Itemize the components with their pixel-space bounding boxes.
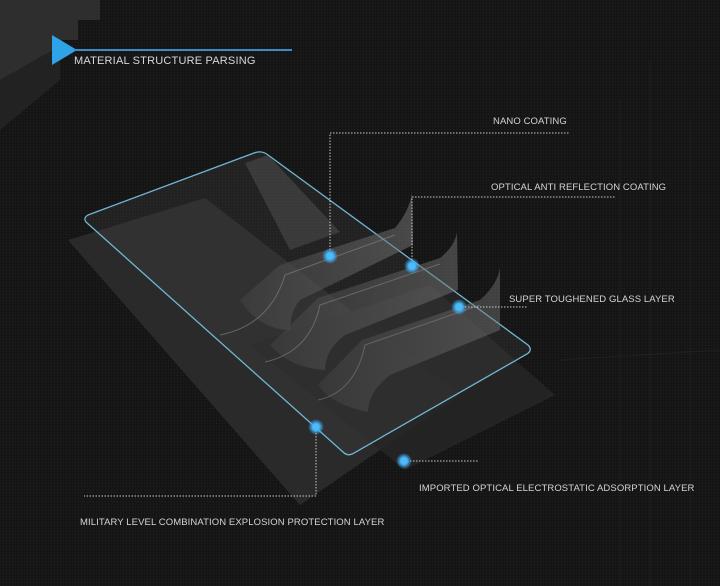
label-nano-coating: NANO COATING	[493, 116, 567, 127]
background-streaks	[559, 60, 720, 586]
leader-lines	[84, 132, 615, 497]
anti-reflection-sheet	[270, 232, 458, 370]
section-header: MATERIAL STRUCTURE PARSING	[52, 35, 292, 67]
label-electrostatic: IMPORTED OPTICAL ELECTROSTATIC ADSORPTIO…	[419, 483, 695, 494]
leader-military	[84, 427, 317, 497]
leader-anti-reflection	[411, 196, 615, 266]
label-toughened-glass: SUPER TOUGHENED GLASS LAYER	[509, 294, 675, 305]
section-title: MATERIAL STRUCTURE PARSING	[74, 55, 256, 67]
glass-panel-outline	[84, 151, 531, 456]
toughened-glass-sheet	[318, 268, 500, 412]
header-rule	[74, 49, 292, 51]
label-military: MILITARY LEVEL COMBINATION EXPLOSION PRO…	[80, 517, 385, 528]
corner-decoration	[0, 0, 100, 80]
label-anti-reflection: OPTICAL ANTI REFLECTION COATING	[491, 182, 667, 193]
callout-dots	[308, 248, 467, 469]
play-triangle-icon	[52, 35, 77, 65]
leader-nano	[329, 132, 570, 256]
